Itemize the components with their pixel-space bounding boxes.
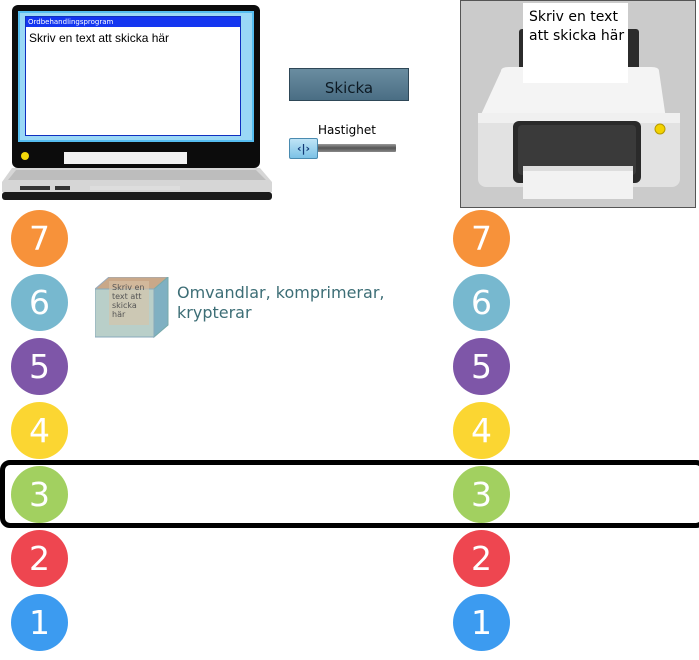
sender-layer-7[interactable]: 7 [11, 210, 68, 267]
sender-layer-3[interactable]: 3 [11, 466, 68, 523]
printed-text-line-1: Skriv en text [529, 9, 618, 25]
printed-text-line-2: att skicka här [529, 28, 625, 44]
active-layer-highlight [0, 460, 699, 528]
sender-layer-1[interactable]: 1 [11, 594, 68, 651]
receiver-layer-7[interactable]: 7 [453, 210, 510, 267]
laptop: Ordbehandlingsprogram Skriv en text att … [0, 0, 275, 205]
receiver-layer-2[interactable]: 2 [453, 530, 510, 587]
receiver-layer-3[interactable]: 3 [453, 466, 510, 523]
printed-paper [523, 3, 628, 83]
receiver-layer-5[interactable]: 5 [453, 338, 510, 395]
sender-layer-4[interactable]: 4 [11, 402, 68, 459]
speed-label: Hastighet [318, 123, 376, 137]
sender-layer-5[interactable]: 5 [11, 338, 68, 395]
speed-slider-thumb[interactable]: ‹|› [289, 138, 318, 159]
sender-layer-2[interactable]: 2 [11, 530, 68, 587]
window-title: Ordbehandlingsprogram [26, 17, 240, 27]
package-text: Skriv en text att skicka här [112, 283, 145, 319]
receiver-layer-1[interactable]: 1 [453, 594, 510, 651]
data-package [93, 275, 170, 339]
receiver-layer-4[interactable]: 4 [453, 402, 510, 459]
word-processor-window[interactable]: Ordbehandlingsprogram Skriv en text att … [25, 16, 241, 136]
sender-layer-6[interactable]: 6 [11, 274, 68, 331]
process-label: Omvandlar, komprimerar, krypterar [177, 283, 385, 322]
receiver-layer-6[interactable]: 6 [453, 274, 510, 331]
printed-text: Skriv en text att skicka här [529, 8, 629, 46]
send-button[interactable]: Skicka [289, 68, 409, 101]
document-text[interactable]: Skriv en text att skicka här [29, 31, 170, 45]
package-box-image [93, 275, 170, 339]
speed-slider-track[interactable] [292, 144, 396, 152]
